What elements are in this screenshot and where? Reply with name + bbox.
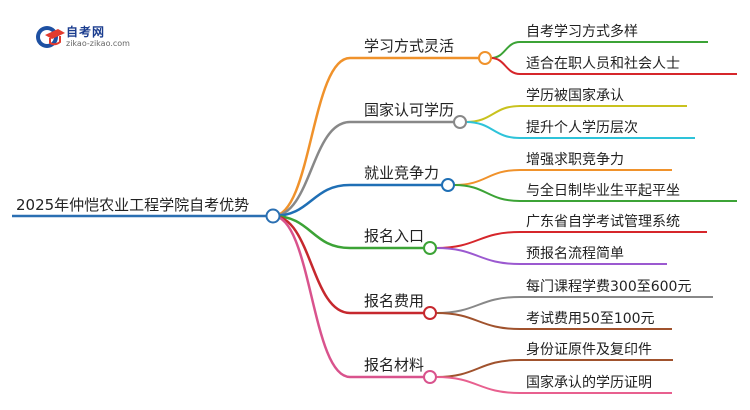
branch-2-child-2-connector — [465, 121, 521, 139]
branch-3-child-1-connector — [453, 169, 521, 186]
branch-4-child-2-connector — [435, 247, 521, 265]
branch-5-child-1-connector — [435, 296, 521, 314]
branch-5-child-1-label: 每门课程学费300至600元 — [526, 279, 691, 295]
branch-4-node[interactable] — [423, 241, 437, 255]
branch-2-label: 国家认可学历 — [364, 101, 454, 119]
branch-4-child-1-label: 广东省自学考试管理系统 — [526, 214, 680, 230]
branch-4-connector — [272, 214, 351, 250]
graduation-cap-icon — [36, 26, 65, 48]
branch-3-child-2-connector — [453, 184, 521, 202]
branch-1-child-1-connector — [490, 41, 521, 59]
branch-5-label: 报名费用 — [364, 292, 424, 310]
branch-1-child-2-connector — [490, 57, 521, 75]
branch-2-child-2-label: 提升个人学历层次 — [526, 120, 638, 136]
branch-4-child-2-label: 预报名流程简单 — [526, 245, 624, 262]
branch-3-label: 就业竞争力 — [364, 164, 439, 182]
branch-2-node[interactable] — [453, 115, 467, 129]
root-node[interactable] — [265, 208, 281, 224]
logo-title: 自考网 — [66, 25, 106, 39]
branch-5-node[interactable] — [423, 306, 437, 320]
branch-3-child-1-label: 增强求职竞争力 — [526, 151, 624, 168]
logo-url: zikao-zikao.com — [66, 39, 130, 48]
branch-2-connector — [272, 120, 351, 218]
branch-6-label: 报名材料 — [364, 356, 424, 374]
branch-6-child-2-label: 国家承认的学历证明 — [526, 374, 652, 391]
branch-4-child-1-connector — [435, 231, 521, 249]
branch-2-child-1-connector — [465, 105, 521, 123]
branch-6-child-1-label: 身份证原件及复印件 — [526, 341, 652, 358]
branch-1-connector — [272, 56, 351, 218]
branch-2-child-1-label: 学历被国家承认 — [526, 87, 624, 104]
site-logo[interactable]: 自考网 zikao-zikao.com — [34, 22, 154, 52]
branch-5-child-2-connector — [435, 312, 521, 330]
branch-3-connector — [272, 183, 351, 218]
root-label: 2025年仲恺农业工程学院自考优势 — [16, 196, 249, 214]
branch-6-child-1-connector — [435, 359, 521, 378]
branch-5-connector — [272, 214, 351, 315]
branch-1-label: 学习方式灵活 — [364, 37, 454, 55]
branch-6-connector — [272, 214, 351, 379]
branch-4-label: 报名入口 — [364, 227, 424, 245]
branch-1-child-1-label: 自考学习方式多样 — [526, 23, 638, 40]
branch-1-child-2-label: 适合在职人员和社会人士 — [526, 56, 680, 72]
branch-3-node[interactable] — [441, 178, 455, 192]
branch-6-node[interactable] — [423, 370, 437, 384]
branch-5-child-2-label: 考试费用50至100元 — [526, 311, 655, 327]
branch-3-child-2-label: 与全日制毕业生平起平坐 — [526, 182, 680, 199]
branch-6-child-2-connector — [435, 376, 521, 394]
branch-1-node[interactable] — [478, 51, 492, 65]
